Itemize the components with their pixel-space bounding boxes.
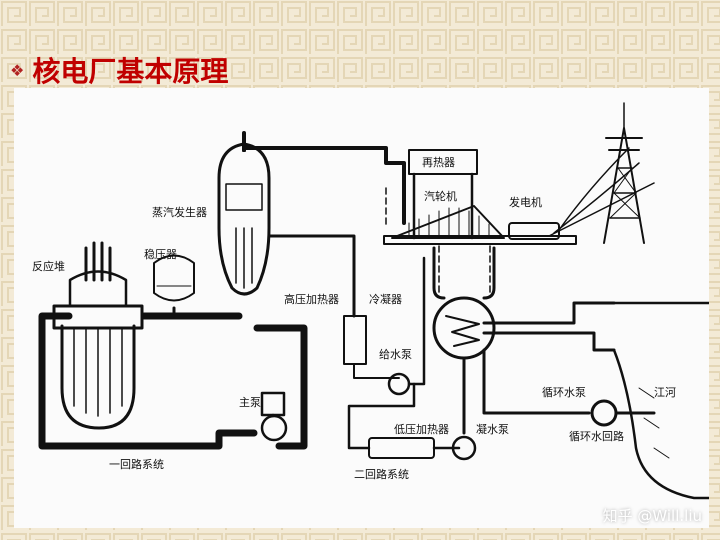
reactor-vessel bbox=[52, 241, 144, 430]
condensate-pump bbox=[451, 435, 477, 461]
condensate-pump-label: 凝水泵 bbox=[476, 422, 509, 436]
lp-heater bbox=[347, 382, 461, 459]
condenser bbox=[432, 246, 616, 435]
nuclear-plant-diagram: 反应堆 稳压器 蒸汽发生器 高压加热器 再热器 汽轮机 发电机 冷凝器 给水泵 … bbox=[32, 102, 711, 500]
turbine bbox=[383, 205, 577, 245]
generator-label: 发电机 bbox=[509, 195, 542, 209]
watermark: 知乎 @Will.liu bbox=[602, 507, 702, 525]
main-pump bbox=[260, 391, 288, 442]
transmission-tower bbox=[603, 102, 645, 244]
page-title: 核电厂基本原理 bbox=[32, 55, 229, 88]
main-pump-label: 主泵 bbox=[239, 396, 261, 409]
steam-generator-label: 蒸汽发生器 bbox=[152, 205, 207, 219]
primary-loop-pipe bbox=[38, 312, 308, 450]
river-bank bbox=[612, 301, 711, 500]
diamond-bullet-icon: ❖ bbox=[10, 60, 25, 80]
pressurizer-label: 稳压器 bbox=[144, 247, 177, 261]
feedwater-line bbox=[267, 234, 356, 318]
secondary-loop-label: 二回路系统 bbox=[354, 468, 409, 481]
river-label: 江河 bbox=[654, 386, 676, 399]
steam-main-run bbox=[242, 142, 406, 225]
condenser-label: 冷凝器 bbox=[369, 292, 402, 306]
primary-loop-label: 一回路系统 bbox=[109, 458, 164, 471]
turbine-label: 汽轮机 bbox=[424, 189, 457, 203]
slide-title: ❖ 核电厂基本原理 bbox=[10, 50, 228, 90]
feed-pump bbox=[387, 256, 426, 396]
circ-loop-label: 循环水回路 bbox=[569, 430, 624, 443]
diagram-panel: 反应堆 稳压器 蒸汽发生器 高压加热器 再热器 汽轮机 发电机 冷凝器 给水泵 … bbox=[14, 88, 711, 528]
circ-water-loop bbox=[482, 348, 656, 427]
reactor-label: 反应堆 bbox=[32, 259, 65, 273]
lp-heater-label: 低压加热器 bbox=[394, 423, 449, 436]
pressurizer bbox=[153, 254, 195, 318]
feed-pump-label: 给水泵 bbox=[379, 348, 412, 361]
flow-dashes bbox=[385, 187, 491, 294]
hp-heater bbox=[343, 315, 400, 379]
steam-generator bbox=[217, 132, 271, 296]
circ-pump-label: 循环水泵 bbox=[542, 386, 586, 399]
reheater-label: 再热器 bbox=[422, 156, 455, 169]
hp-heater-label: 高压加热器 bbox=[284, 292, 339, 306]
